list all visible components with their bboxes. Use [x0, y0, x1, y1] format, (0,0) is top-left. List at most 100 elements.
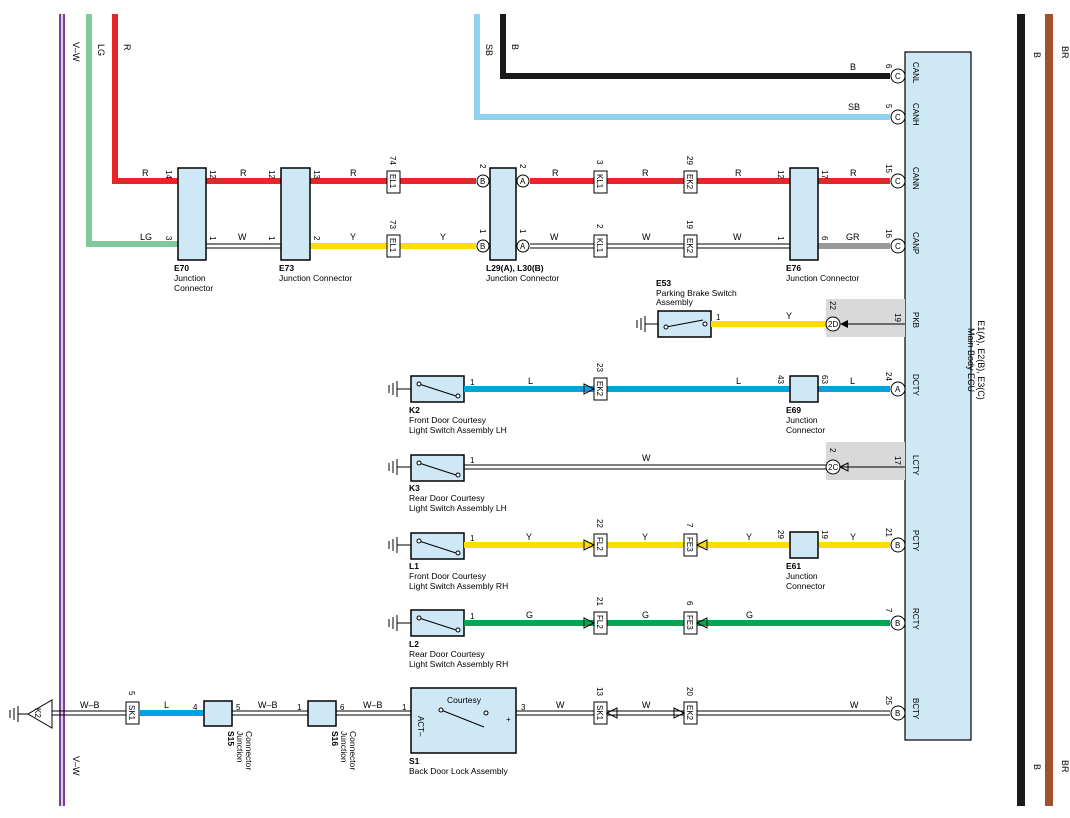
svg-text:GR: GR: [846, 232, 860, 242]
svg-text:4: 4: [193, 703, 198, 712]
connector-e61: [789, 531, 819, 559]
main-body-ecu-box: [904, 51, 972, 741]
svg-text:B: B: [895, 541, 900, 550]
svg-text:13: 13: [595, 687, 604, 696]
svg-text:C: C: [895, 72, 901, 81]
wire-lg: [86, 14, 178, 247]
ecu-pin-pkb: 19 PKB: [893, 312, 920, 328]
svg-text:12: 12: [776, 170, 785, 179]
svg-text:Rear Door Courtesy: Rear Door Courtesy: [409, 493, 485, 503]
svg-text:6: 6: [340, 703, 345, 712]
svg-text:ACT–: ACT–: [416, 716, 425, 737]
svg-text:23: 23: [595, 363, 604, 372]
ecu-pin-dcty: A 24 DCTY: [884, 372, 920, 397]
svg-text:19: 19: [820, 530, 829, 539]
svg-text:2: 2: [595, 224, 604, 229]
svg-text:SK1: SK1: [127, 705, 136, 721]
svg-text:EK2: EK2: [595, 381, 604, 397]
svg-text:Parking Brake Switch: Parking Brake Switch: [656, 288, 737, 298]
svg-text:2: 2: [478, 164, 487, 169]
ecu-pin-canp: C 16 CANP: [884, 229, 920, 254]
svg-text:B: B: [895, 709, 900, 718]
svg-text:W: W: [733, 232, 742, 242]
svg-text:2: 2: [518, 164, 527, 169]
svg-text:FL2: FL2: [595, 537, 604, 551]
svg-text:12: 12: [208, 170, 217, 179]
svg-text:6: 6: [685, 601, 694, 606]
ecu-pin-bcty: B 25 BCTY: [884, 696, 920, 721]
connector-s15: [203, 700, 233, 727]
label-br-bottom: BR: [1060, 760, 1070, 773]
svg-text:Junction Connector: Junction Connector: [786, 273, 859, 283]
svg-text:R: R: [552, 168, 559, 178]
svg-text:CANL: CANL: [911, 62, 920, 84]
connector-e70: [177, 167, 207, 261]
svg-text:W: W: [642, 232, 651, 242]
ecu-pin-canl: C 6 CANL: [884, 62, 920, 84]
svg-text:G: G: [642, 610, 649, 620]
svg-text:R: R: [735, 168, 742, 178]
svg-text:L: L: [528, 376, 533, 386]
svg-text:1: 1: [776, 236, 785, 241]
svg-text:5: 5: [884, 104, 893, 109]
svg-text:EL1: EL1: [388, 238, 397, 253]
svg-text:24: 24: [884, 372, 893, 381]
svg-text:Junction Connector: Junction Connector: [486, 273, 559, 283]
svg-text:Junction: Junction: [339, 731, 349, 763]
svg-text:Y: Y: [350, 232, 356, 242]
svg-text:Light Switch Assembly LH: Light Switch Assembly LH: [409, 425, 507, 435]
label-vw-bottom: V–W: [71, 756, 81, 776]
svg-text:C: C: [895, 177, 901, 186]
svg-text:Connector: Connector: [244, 731, 254, 770]
connector-ek2-bot: [683, 234, 698, 258]
svg-text:12: 12: [267, 170, 276, 179]
svg-text:CANN: CANN: [911, 167, 920, 190]
svg-text:PCTY: PCTY: [911, 530, 920, 552]
svg-text:FE3: FE3: [685, 537, 694, 552]
switch-k2: [410, 375, 465, 403]
label-lg-top: LG: [96, 44, 106, 56]
svg-text:5: 5: [236, 703, 241, 712]
svg-text:6: 6: [820, 236, 829, 241]
svg-text:Connector: Connector: [174, 283, 213, 293]
svg-text:L29(A), L30(B): L29(A), L30(B): [486, 263, 544, 273]
svg-text:A: A: [520, 177, 526, 186]
svg-text:EK2: EK2: [685, 705, 694, 721]
svg-text:19: 19: [685, 220, 694, 229]
ecu-pin-lcty: 17 LCTY: [893, 455, 920, 476]
svg-text:Y: Y: [746, 532, 752, 542]
svg-text:LCTY: LCTY: [911, 455, 920, 476]
svg-text:E61: E61: [786, 561, 801, 571]
svg-text:21: 21: [595, 597, 604, 606]
svg-text:Front Door Courtesy: Front Door Courtesy: [409, 571, 487, 581]
svg-text:1: 1: [470, 456, 475, 465]
connector-e69: [789, 375, 819, 403]
svg-text:KL1: KL1: [595, 238, 604, 253]
svg-text:29: 29: [685, 156, 694, 165]
svg-text:16: 16: [884, 229, 893, 238]
svg-text:15: 15: [884, 164, 893, 173]
svg-text:Connector: Connector: [786, 425, 825, 435]
svg-text:W–B: W–B: [80, 700, 100, 710]
svg-text:20: 20: [685, 687, 694, 696]
svg-text:19: 19: [893, 313, 902, 322]
svg-text:73: 73: [388, 220, 397, 229]
svg-text:R: R: [642, 168, 649, 178]
svg-text:A: A: [895, 385, 901, 394]
svg-text:Connector: Connector: [786, 581, 825, 591]
connector-s16: [307, 700, 337, 727]
svg-text:Light Switch Assembly RH: Light Switch Assembly RH: [409, 581, 508, 591]
svg-text:W: W: [642, 453, 651, 463]
switch-k3: [410, 454, 465, 482]
svg-text:1: 1: [470, 534, 475, 543]
ecu-pin-pcty: B 21 PCTY: [884, 528, 920, 553]
svg-text:FL2: FL2: [595, 615, 604, 629]
svg-text:1: 1: [478, 229, 487, 234]
connector-ek2-top: [683, 170, 698, 194]
svg-text:Y: Y: [850, 532, 856, 542]
svg-text:R: R: [350, 168, 357, 178]
ecu-name-line1: E1(A), E2(B), E3(C): [976, 320, 986, 400]
svg-text:W: W: [642, 700, 651, 710]
label-r-top: R: [122, 44, 132, 51]
